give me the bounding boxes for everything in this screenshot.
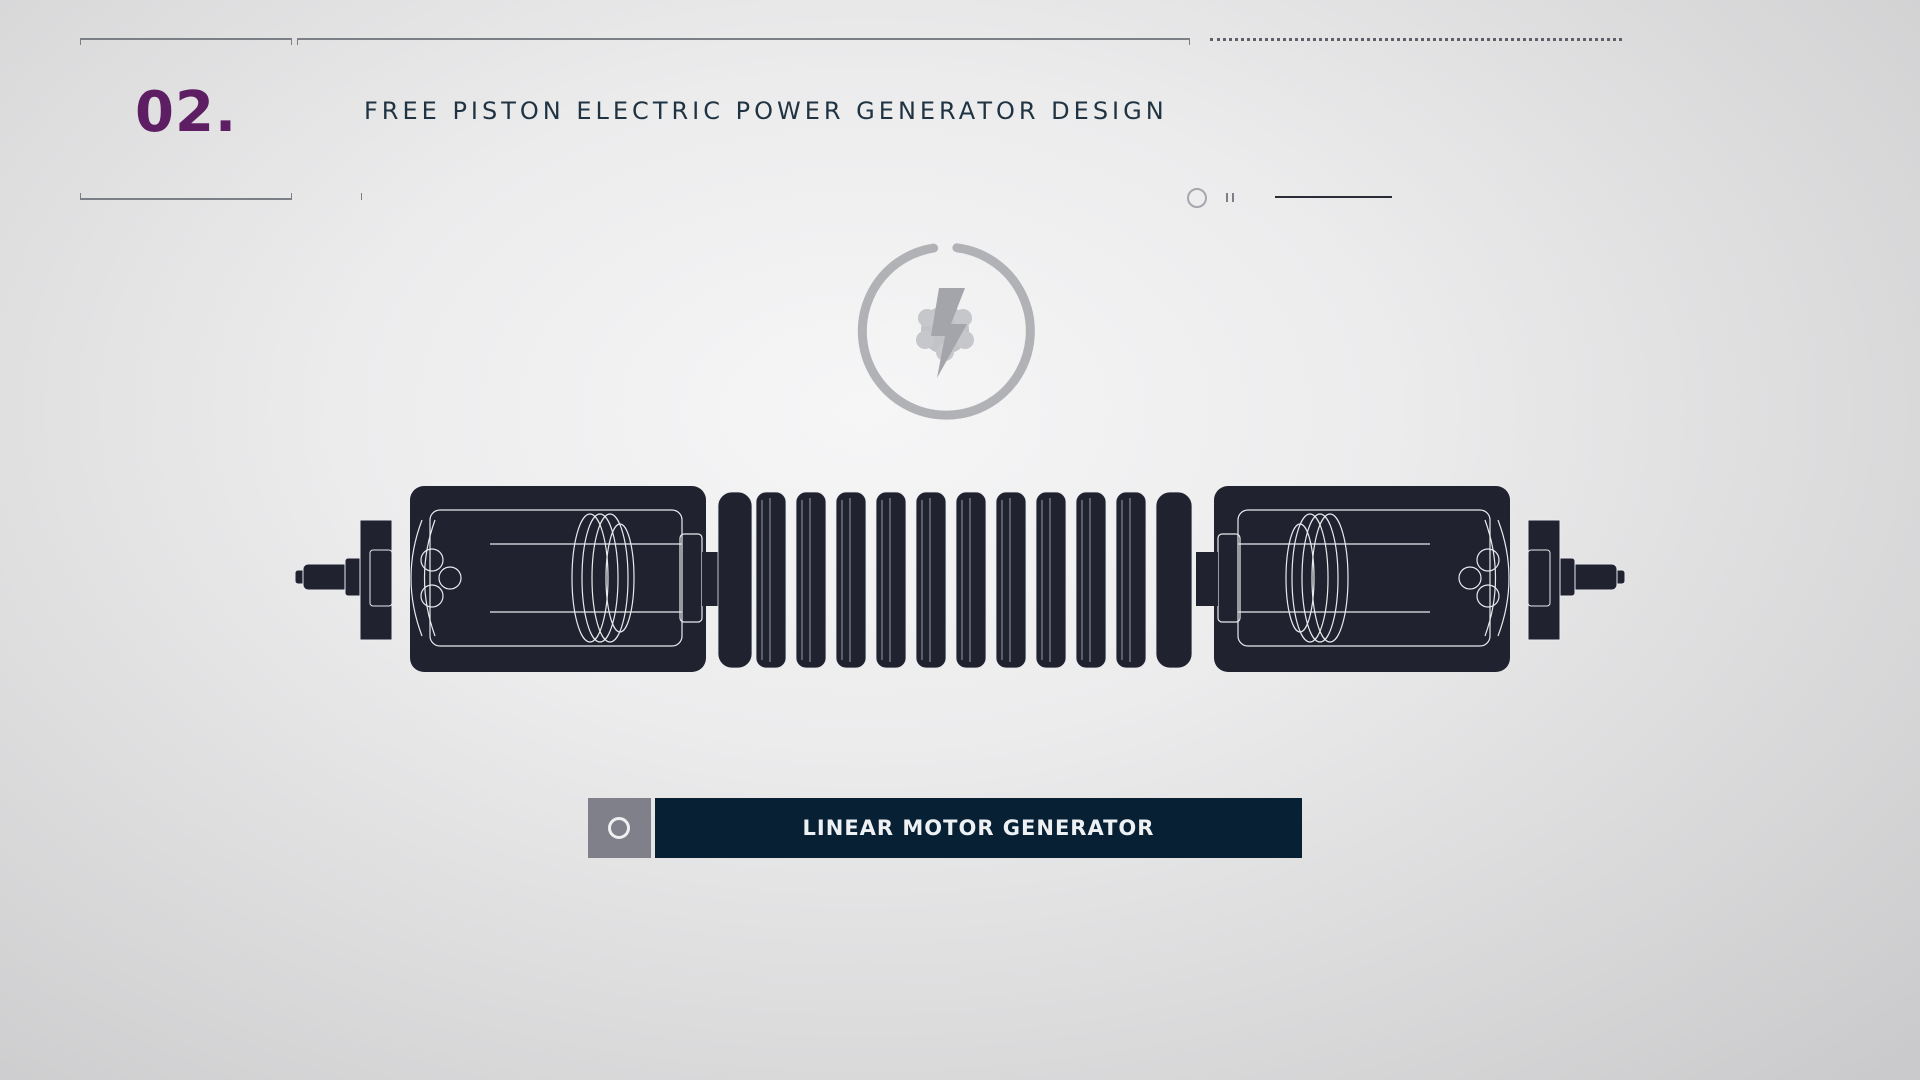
linear-generator-illustration [294,486,1626,672]
power-bolt-icon [857,243,1035,420]
top-rule-center-tick [1189,38,1190,45]
bottom-rule-left-tick [80,193,81,200]
bottom-rule-center-tick [361,193,362,200]
section-number: 02. [135,80,238,145]
bottom-rule-left-tick [291,193,292,200]
caption-icon-box[interactable] [588,798,651,858]
top-rule-dotted [1210,38,1622,41]
progress-line [1275,196,1392,198]
top-rule-left-tick [291,38,292,45]
top-rule-center [297,38,1190,40]
status-circle-icon [1187,188,1207,208]
top-rule-left [80,38,292,40]
top-rule-left-tick [80,38,81,45]
page-title: FREE PISTON ELECTRIC POWER GENERATOR DES… [364,97,1168,125]
top-rule-center-tick [297,38,298,45]
pause-icon [1226,193,1236,203]
bottom-rule-left [80,198,292,200]
circle-icon [608,817,630,839]
caption-label: LINEAR MOTOR GENERATOR [655,798,1302,858]
